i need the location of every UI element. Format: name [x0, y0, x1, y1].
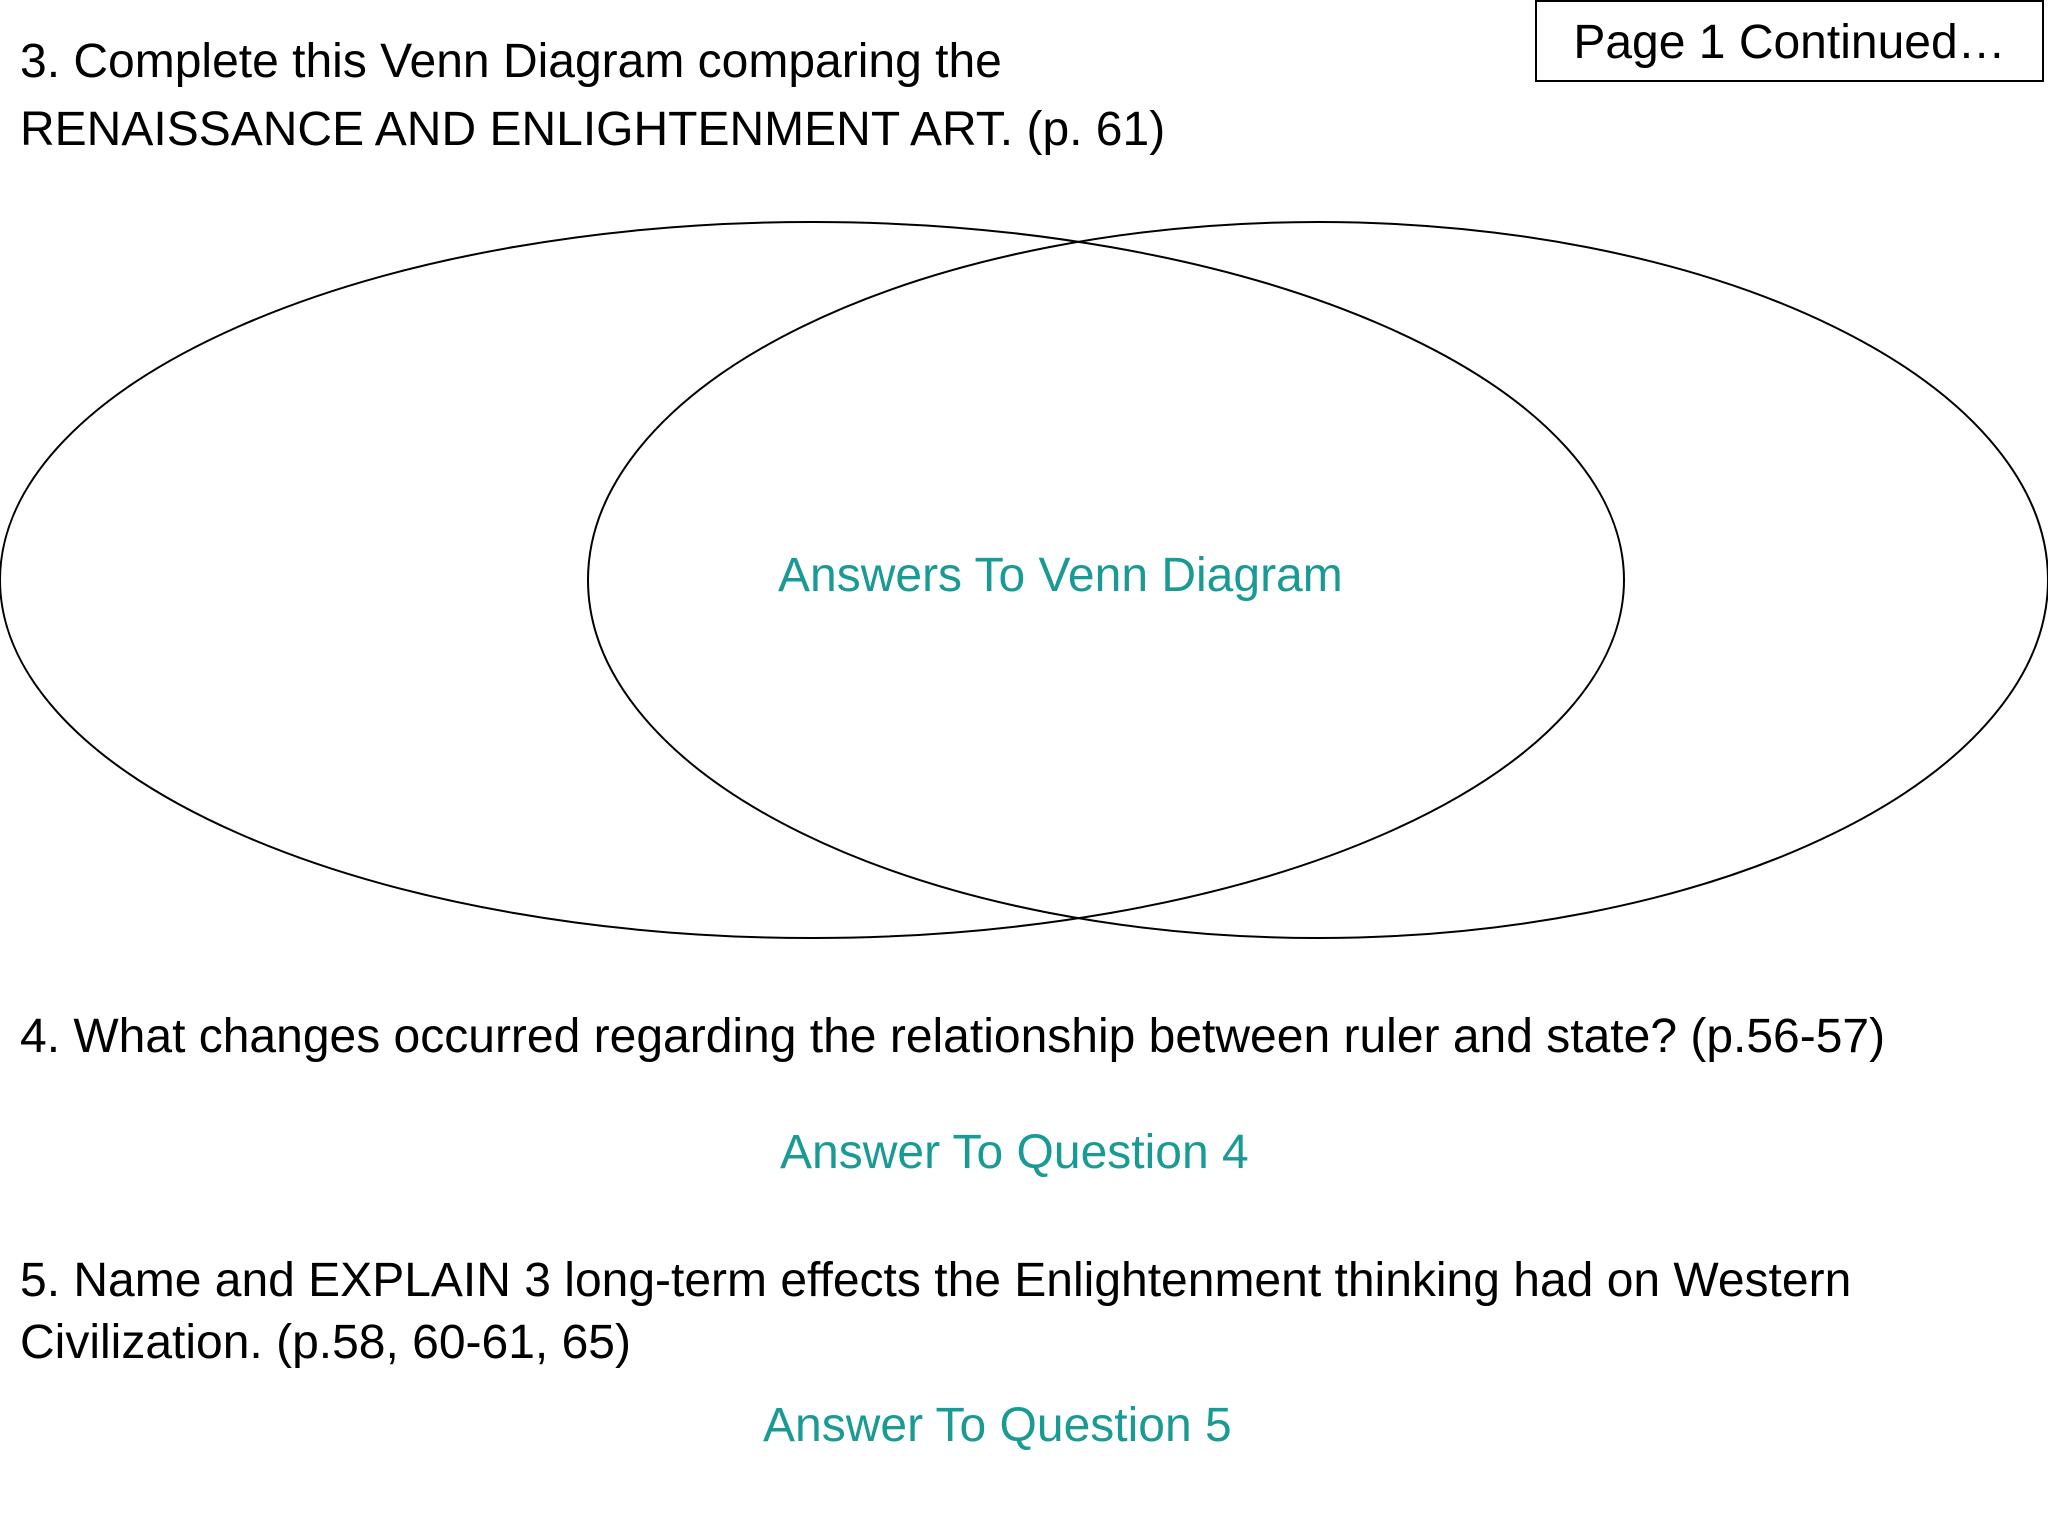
- question-3-line-1: 3. Complete this Venn Diagram comparing …: [20, 35, 1002, 88]
- question-4-prompt: 4. What changes occurred regarding the r…: [20, 1010, 1886, 1063]
- venn-left-circle: [0, 221, 1625, 939]
- question-4-answer: Answer To Question 4: [780, 1126, 1249, 1179]
- venn-answer-label: Answers To Venn Diagram: [778, 549, 1343, 602]
- page-continued-box: Page 1 Continued…: [1535, 0, 2044, 82]
- question-3-line-2: RENAISSANCE AND ENLIGHTENMENT ART. (p. 6…: [20, 103, 1166, 156]
- question-5-line-2: Civilization. (p.58, 60-61, 65): [20, 1316, 631, 1369]
- question-3-prompt: 3. Complete this Venn Diagram comparing …: [20, 28, 1165, 164]
- venn-right-circle: [587, 221, 2048, 939]
- question-5-answer: Answer To Question 5: [763, 1399, 1232, 1452]
- question-5-prompt: 5. Name and EXPLAIN 3 long-term effects …: [20, 1250, 1851, 1374]
- venn-diagram: [0, 221, 2048, 939]
- question-5-line-1: 5. Name and EXPLAIN 3 long-term effects …: [20, 1254, 1852, 1307]
